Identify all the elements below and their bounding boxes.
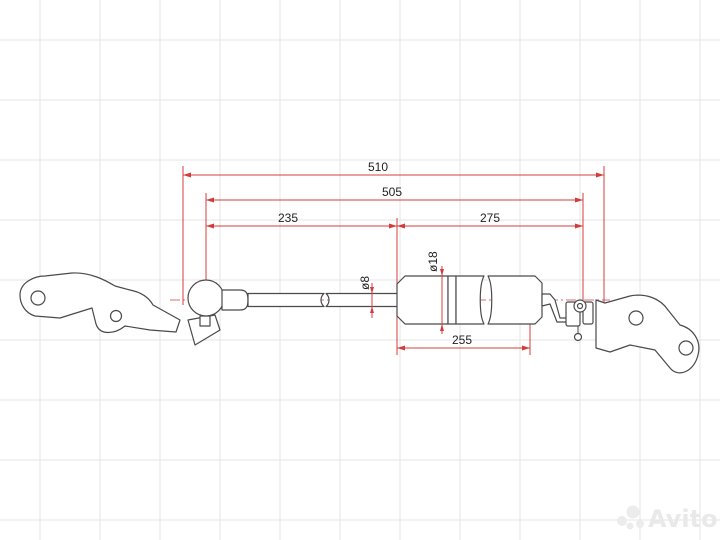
- rod-diameter-marker: [370, 283, 374, 318]
- dimension-label-total-length: 510: [368, 160, 388, 174]
- piston-rod: [247, 292, 401, 308]
- body-diameter-label: ø18: [426, 251, 440, 272]
- dimension-eye-to-eye: [206, 197, 583, 203]
- body-diameter-marker: [440, 266, 444, 334]
- watermark-brand: Avito: [648, 505, 718, 533]
- dimension-total-length: [183, 172, 604, 178]
- avito-logo-icon: [617, 505, 644, 530]
- avito-watermark: Avito: [617, 505, 718, 533]
- left-mounting-bracket: [19, 272, 181, 334]
- dimension-label-body-length: 255: [452, 333, 472, 347]
- dimension-rod-section: [206, 223, 397, 229]
- cylinder-body: [396, 275, 543, 325]
- right-mounting-bracket: [595, 294, 700, 374]
- dimension-label-eye-to-eye: 505: [382, 185, 402, 199]
- left-ball-joint: [187, 279, 249, 346]
- right-end-fitting: [541, 293, 594, 342]
- dimension-label-rod-section: 235: [278, 211, 298, 225]
- dimension-body-section: [397, 223, 583, 229]
- dimension-body-length: [397, 345, 530, 351]
- rod-diameter-label: ø8: [358, 276, 372, 290]
- dimension-label-body-section: 275: [480, 211, 500, 225]
